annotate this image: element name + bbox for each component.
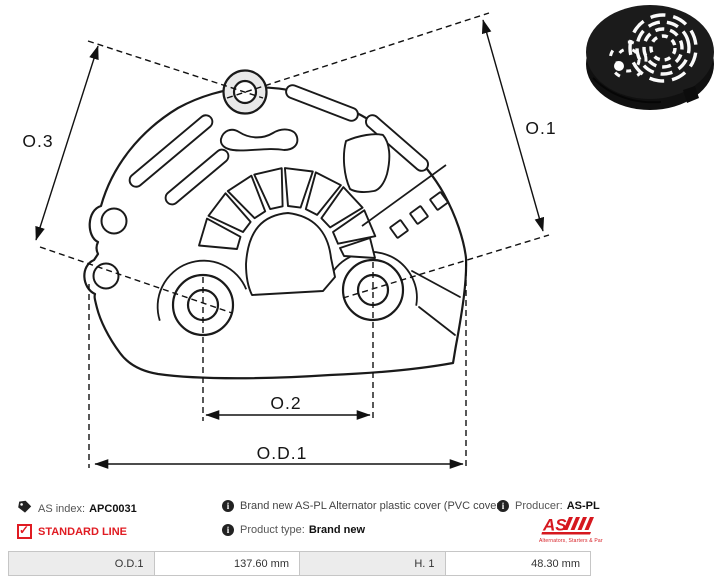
tag-icon	[17, 500, 32, 517]
centerlines	[39, 12, 550, 468]
logo-stripes	[541, 517, 594, 535]
photo-side-hole	[614, 61, 624, 71]
technical-drawing: O.3 O.1 O.2 O.D.1	[22, 5, 714, 469]
producer-label: Producer:	[515, 500, 563, 512]
producer-row: Producer: AS-PL	[497, 500, 600, 512]
standard-line-row: STANDARD LINE	[17, 523, 128, 539]
product-type-row: Product type: Brand new	[222, 524, 365, 536]
info-icon	[222, 524, 234, 536]
left-mounting-hole	[156, 259, 248, 337]
product-type-label: Product type:	[240, 524, 305, 536]
standard-line-label: STANDARD LINE	[38, 525, 128, 538]
aspl-logo: AS Alternators, Starters & Parts	[539, 516, 603, 545]
left-small-holes	[92, 207, 128, 290]
fan-wedges	[198, 167, 377, 296]
spec-table: O.D.1 137.60 mm H. 1 48.30 mm	[8, 551, 591, 576]
as-index-row: AS index: APC0031	[17, 500, 137, 517]
right-mounting-hole	[326, 251, 418, 322]
dimension-o3-line	[35, 45, 99, 241]
label-o3: O.3	[22, 131, 53, 151]
vent-slots	[128, 84, 449, 239]
product-description: Brand new AS-PL Alternator plastic cover…	[240, 500, 504, 512]
dimension-lines	[35, 19, 545, 469]
info-icon	[497, 500, 509, 512]
checkbox-checked-icon	[17, 523, 32, 539]
photo-clip-tab	[683, 86, 699, 103]
as-index-label: AS index:	[38, 502, 86, 515]
dimension-labels: O.3 O.1 O.2 O.D.1	[22, 118, 556, 463]
description-row: Brand new AS-PL Alternator plastic cover…	[222, 500, 504, 512]
as-index-value: APC0031	[89, 502, 137, 515]
producer-value: AS-PL	[566, 500, 600, 512]
spec-od1-label: O.D.1	[8, 551, 155, 576]
label-o2: O.2	[270, 393, 301, 413]
logo-as-text: AS	[542, 516, 567, 535]
wavy-slot	[219, 128, 299, 152]
spec-table-row: O.D.1 137.60 mm H. 1 48.30 mm	[8, 551, 591, 576]
rect-cutout	[342, 133, 391, 193]
spec-h1-label: H. 1	[299, 551, 446, 576]
product-type-value: Brand new	[308, 524, 366, 536]
spec-h1-value: 48.30 mm	[444, 551, 591, 576]
logo-subtext: Alternators, Starters & Parts	[539, 538, 603, 544]
info-icon	[222, 500, 234, 512]
spec-od1-value: 137.60 mm	[153, 551, 300, 576]
dimension-o1-line	[481, 19, 545, 232]
label-o1: O.1	[525, 118, 556, 138]
label-od1: O.D.1	[257, 443, 308, 463]
product-photo	[586, 5, 714, 110]
center-dome	[245, 212, 336, 296]
